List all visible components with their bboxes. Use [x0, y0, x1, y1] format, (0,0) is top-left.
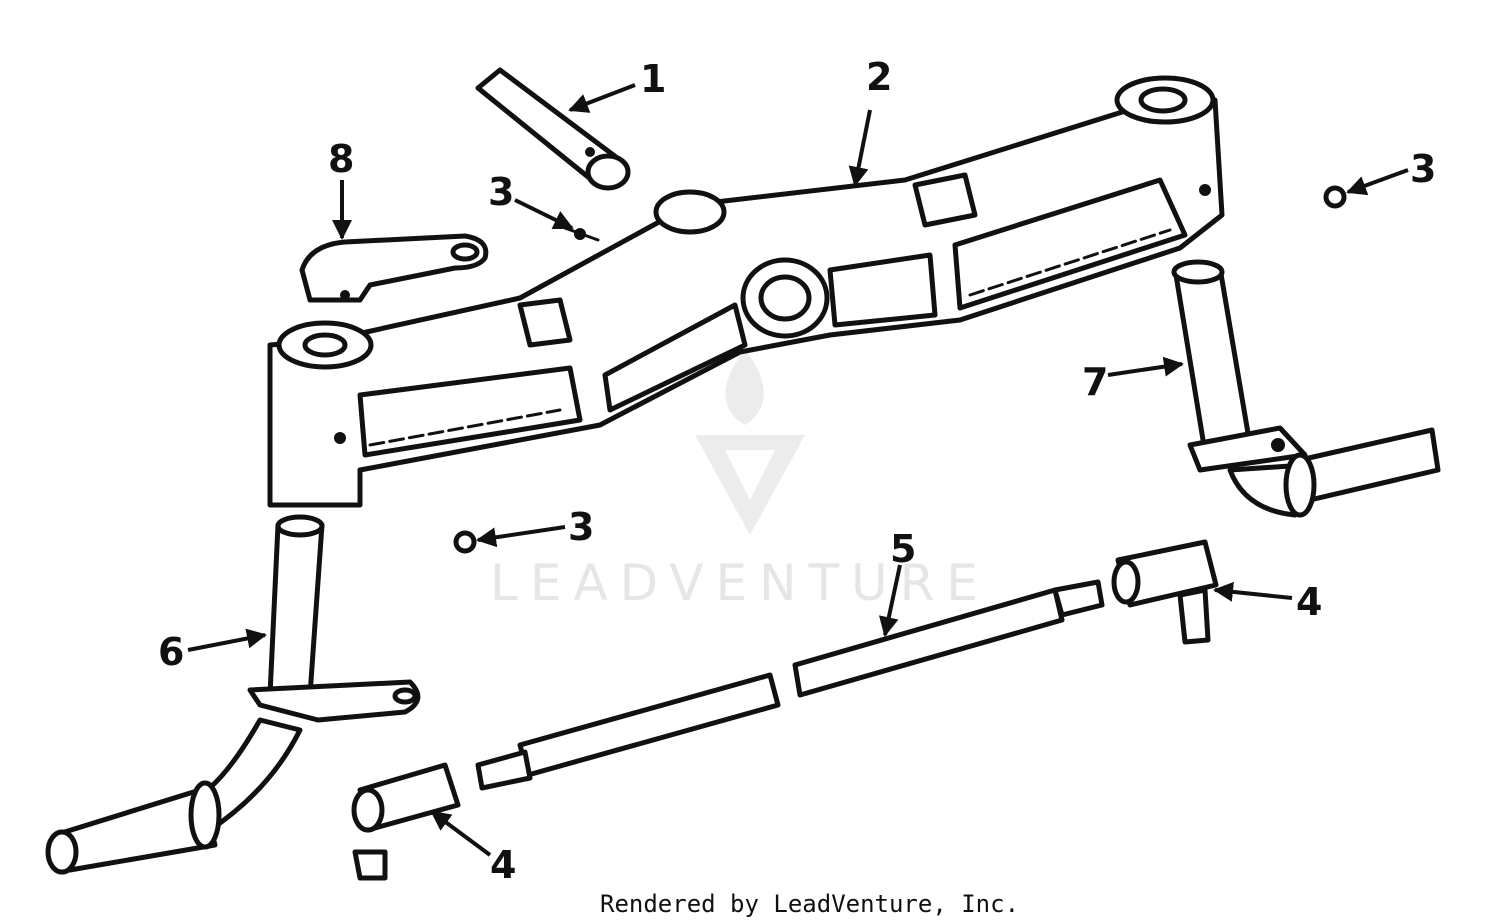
- callout-2: 2: [866, 55, 892, 99]
- callout-3-right: 3: [1410, 147, 1436, 191]
- callout-6: 6: [158, 630, 184, 674]
- grease-fitting-lower-part[interactable]: [453, 530, 477, 554]
- ball-joint-upper-part[interactable]: [1111, 539, 1219, 645]
- callout-5: 5: [890, 527, 916, 571]
- callout-7: 7: [1082, 360, 1108, 404]
- watermark-logo: [695, 350, 805, 535]
- grease-fitting-right-part[interactable]: [1323, 185, 1347, 209]
- left-spindle-part[interactable]: [45, 514, 421, 875]
- callout-3-center: 3: [488, 170, 514, 214]
- callout-8: 8: [328, 137, 354, 181]
- right-spindle-part[interactable]: [1171, 259, 1441, 518]
- ball-joint-lower-part[interactable]: [351, 762, 461, 881]
- callout-4-lower: 4: [490, 843, 516, 887]
- callout-3-lower: 3: [568, 505, 594, 549]
- front-axle-part[interactable]: [267, 75, 1225, 508]
- callout-1: 1: [640, 57, 666, 101]
- pivot-pin-part[interactable]: [475, 67, 631, 191]
- steering-arm-part[interactable]: [299, 233, 489, 303]
- grease-fitting-center-part[interactable]: [563, 226, 600, 242]
- tie-rod-part[interactable]: [475, 579, 1105, 791]
- footer-credit: Rendered by LeadVenture, Inc.: [600, 890, 1019, 918]
- callout-4-upper: 4: [1296, 580, 1322, 624]
